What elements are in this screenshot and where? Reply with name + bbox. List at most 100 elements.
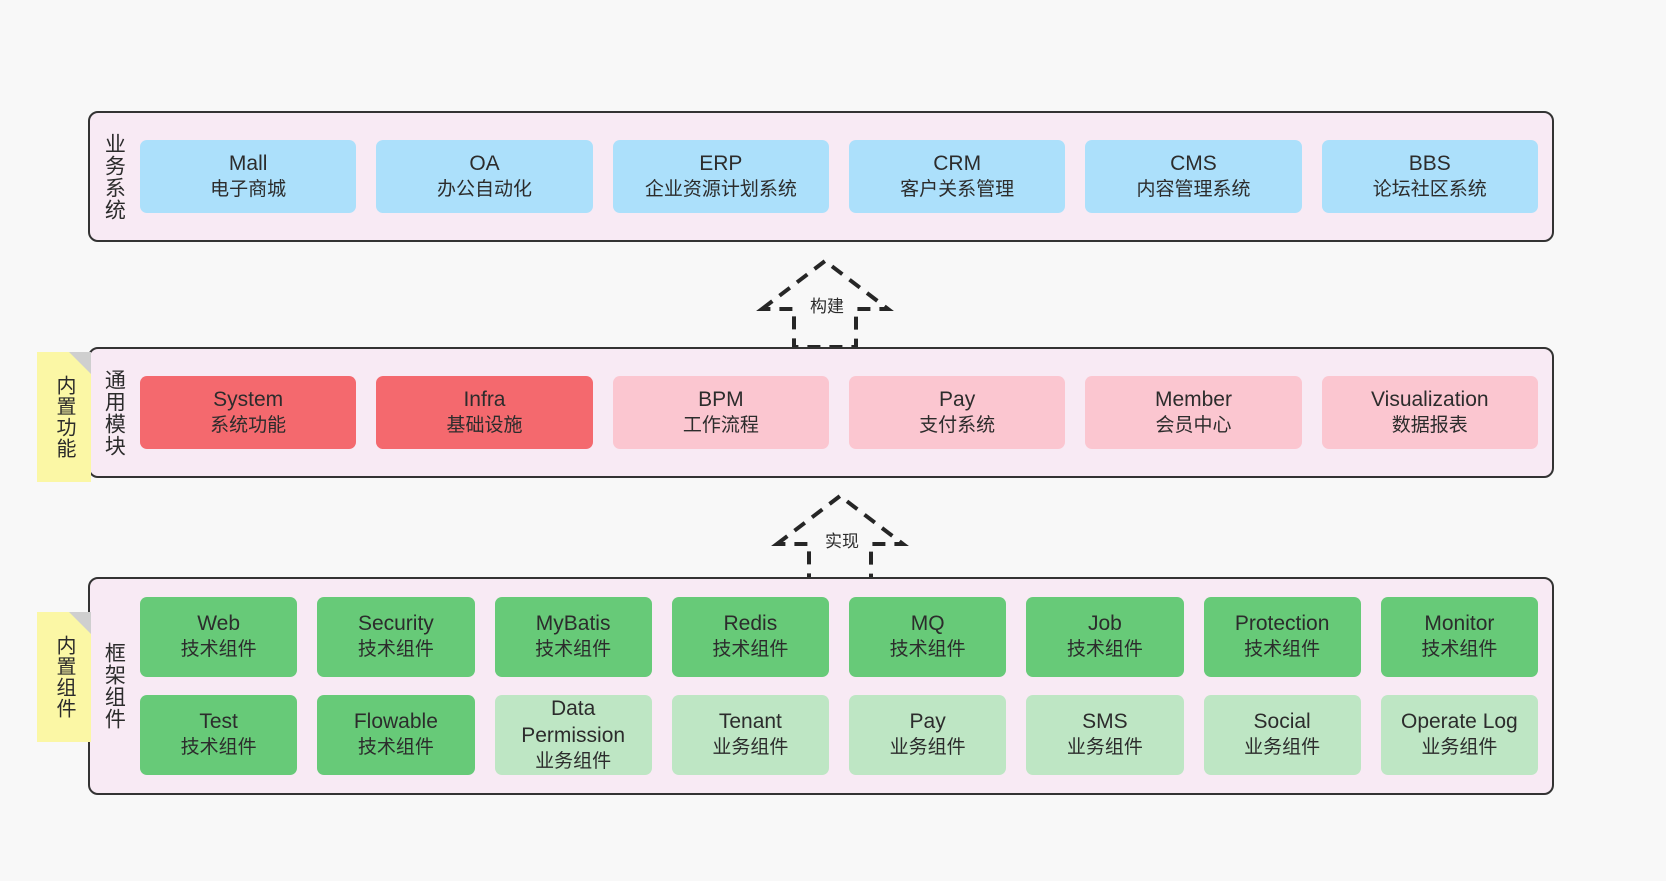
layer-row: System 系统功能 Infra 基础设施 BPM 工作流程 Pay 支付系统 Member 会… [140,376,1538,449]
component-box[interactable]: OA 办公自动化 [376,140,593,213]
component-box-title: CRM [933,151,982,175]
build-arrow-label: 构建 [810,297,844,316]
component-box-subtitle: 客户关系管理 [900,178,1015,200]
component-box[interactable]: Tenant 业务组件 [671,695,829,775]
component-box-subtitle: 企业资源计划系统 [644,178,797,200]
component-box-subtitle: 数据报表 [1391,414,1468,436]
component-box[interactable]: ERP 企业资源计划系统 [612,140,829,213]
component-box-title: Monitor [1424,612,1495,636]
sticky-note-builtin-component: 内置组件 [37,612,91,742]
component-box-subtitle: 技术组件 [357,737,434,759]
component-box-subtitle: 工作流程 [682,414,759,436]
component-box-subtitle: 业务组件 [1421,737,1498,759]
component-box-subtitle: 技术组件 [535,639,612,661]
component-box-subtitle: 技术组件 [357,639,434,661]
component-box[interactable]: Security 技术组件 [317,597,475,677]
component-box-subtitle: 业务组件 [712,737,789,759]
component-box[interactable]: Monitor 技术组件 [1380,597,1538,677]
component-box-title: BPM [698,387,744,411]
component-box-subtitle: 技术组件 [889,639,966,661]
component-box-title: Pay [909,710,946,734]
component-box[interactable]: CMS 内容管理系统 [1085,140,1302,213]
component-box[interactable]: MQ 技术组件 [849,597,1007,677]
component-box-subtitle: 技术组件 [180,737,257,759]
component-box[interactable]: Member 会员中心 [1085,376,1302,449]
component-box-subtitle: 业务组件 [1066,737,1143,759]
implement-arrow: 实现 [765,490,915,586]
component-box-title: System [213,387,284,411]
component-box-subtitle: 办公自动化 [436,178,532,200]
component-box[interactable]: System 系统功能 [140,376,357,449]
layer-common-modules[interactable]: 通用模块 System 系统功能 Infra 基础设施 BPM 工作流程 Pay 支付系统 Me… [88,347,1554,478]
component-box-title: Infra [463,387,506,411]
component-box-title: Visualization [1371,387,1489,411]
component-box-subtitle: 业务组件 [889,737,966,759]
component-box[interactable]: Data Permission 业务组件 [494,695,652,775]
component-box[interactable]: Pay 业务组件 [849,695,1007,775]
layer-title-business: 业务系统 [102,132,126,221]
implement-arrow-label: 实现 [825,532,859,551]
component-box-title: BBS [1408,151,1451,175]
sticky-note-builtin-function: 内置功能 [37,352,91,482]
component-box[interactable]: Pay 支付系统 [848,376,1066,449]
sticky-note-label: 内置功能 [53,375,75,459]
component-box-title: Tenant [718,710,782,734]
component-box-title: Member [1154,387,1232,411]
component-box-subtitle: 电子商城 [210,178,287,200]
component-box-subtitle: 论坛社区系统 [1372,178,1487,200]
component-box-subtitle: 会员中心 [1155,414,1232,436]
component-box[interactable]: Visualization 数据报表 [1321,376,1538,449]
component-box-title: Protection [1234,612,1330,636]
component-box-subtitle: 技术组件 [1066,639,1143,661]
component-box-title: Web [197,612,241,636]
component-box-title: ERP [699,151,743,175]
component-box-subtitle: 技术组件 [1421,639,1498,661]
component-box[interactable]: Web 技术组件 [140,597,298,677]
layer-title-modules: 通用模块 [102,368,126,457]
component-box-title: Social [1253,710,1311,734]
component-box-subtitle: 基础设施 [446,414,523,436]
build-arrow: 构建 [750,255,900,351]
component-box-subtitle: 业务组件 [1244,737,1321,759]
component-box-subtitle: 技术组件 [180,639,257,661]
component-box-subtitle: 技术组件 [712,639,789,661]
sticky-note-label: 内置组件 [53,635,75,719]
component-box-subtitle: 技术组件 [1244,639,1321,661]
component-box-title: MQ [910,612,945,636]
component-box-title: OA [469,151,500,175]
component-box[interactable]: CRM 客户关系管理 [848,140,1066,213]
component-box[interactable]: Social 业务组件 [1203,695,1361,775]
layer-body-modules: System 系统功能 Infra 基础设施 BPM 工作流程 Pay 支付系统 Member 会… [136,349,1552,476]
component-box[interactable]: Job 技术组件 [1026,597,1184,677]
component-box-title: Job [1087,612,1122,636]
component-box-subtitle: 系统功能 [210,414,287,436]
component-box[interactable]: SMS 业务组件 [1026,695,1184,775]
component-box-title: Data Permission [521,696,626,747]
component-box[interactable]: BPM 工作流程 [612,376,829,449]
component-box-title: Pay [939,387,976,411]
component-box[interactable]: Protection 技术组件 [1203,597,1361,677]
component-box-title: CMS [1170,151,1217,175]
build-arrow-shape [756,258,894,349]
component-box[interactable]: Infra 基础设施 [376,376,593,449]
component-box-title: SMS [1082,710,1128,734]
component-box-title: Security [357,612,434,636]
component-box-subtitle: 内容管理系统 [1136,178,1251,200]
component-box-subtitle: 业务组件 [535,750,612,772]
component-box[interactable]: BBS 论坛社区系统 [1321,140,1538,213]
component-box-subtitle: 支付系统 [919,414,996,436]
